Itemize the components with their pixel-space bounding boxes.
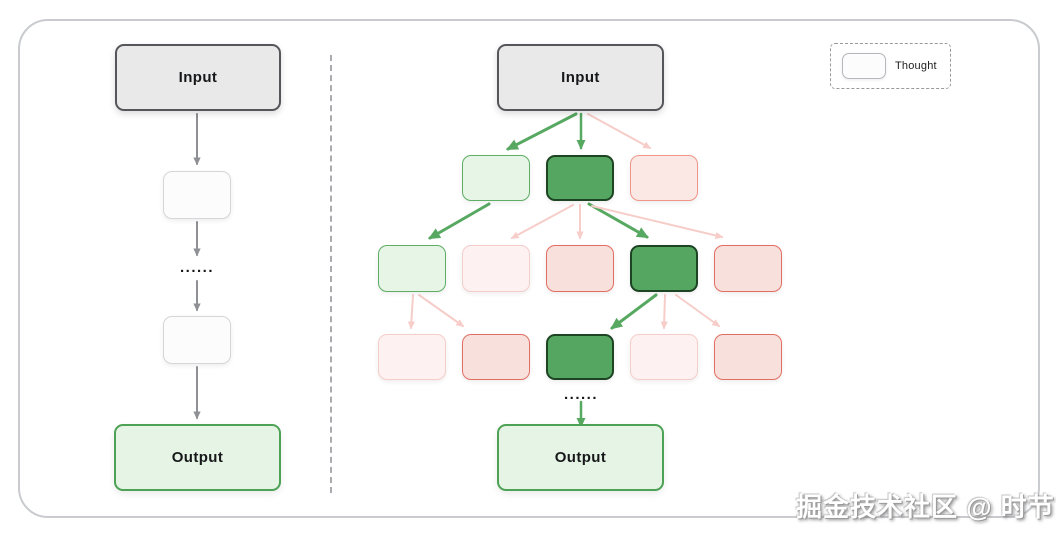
thought-l3-2 bbox=[462, 334, 530, 380]
arrow-l2-4-to-l3-3 bbox=[610, 293, 658, 330]
arrow-l1-1-to-l2-1 bbox=[428, 202, 491, 240]
legend: Thought bbox=[830, 43, 951, 89]
arrow-l2-1-to-l3-2 bbox=[418, 294, 465, 327]
left-input-box: Input bbox=[115, 44, 281, 111]
arrow-l2-4-to-l3-4 bbox=[660, 294, 668, 330]
right-output-box: Output bbox=[497, 424, 664, 491]
arrow-l1-2-to-l2-4 bbox=[587, 202, 649, 239]
thought-l3-3 bbox=[546, 334, 614, 380]
left-output-box: Output bbox=[114, 424, 281, 491]
left-chain-step-1 bbox=[163, 171, 231, 219]
right-tree-ellipsis: ...... bbox=[563, 386, 599, 403]
panel-divider-dashed-line bbox=[330, 55, 332, 493]
legend-label: Thought bbox=[895, 60, 937, 72]
thought-l2-4 bbox=[630, 245, 698, 292]
right-input-box: Input bbox=[497, 44, 664, 111]
right-input-label: Input bbox=[561, 69, 600, 86]
arrow-input-to-l1-1 bbox=[506, 112, 578, 151]
arrow-l2-1-to-l3-1 bbox=[407, 294, 416, 330]
thought-node-sample-icon bbox=[842, 53, 886, 79]
thought-l1-1 bbox=[462, 155, 530, 201]
thought-l3-1 bbox=[378, 334, 446, 380]
thought-l3-5 bbox=[714, 334, 782, 380]
left-chain-step-2 bbox=[163, 316, 231, 364]
right-output-label: Output bbox=[554, 449, 607, 466]
arrow-l2-4-to-l3-5 bbox=[675, 294, 721, 327]
thought-l1-3 bbox=[630, 155, 698, 201]
thought-l1-2 bbox=[546, 155, 614, 201]
arrow-input-to-l1-3 bbox=[587, 113, 652, 149]
left-output-label: Output bbox=[171, 449, 224, 466]
watermark-text: 掘金技术社区 @ 时节 bbox=[796, 492, 1055, 522]
thought-l2-5 bbox=[714, 245, 782, 292]
arrow-l1-2-to-l2-2 bbox=[510, 204, 574, 239]
left-input-label: Input bbox=[178, 69, 218, 86]
thought-l2-3 bbox=[546, 245, 614, 292]
thought-l3-4 bbox=[630, 334, 698, 380]
arrow-l1-2-to-l2-5 bbox=[591, 205, 724, 240]
left-chain-ellipsis: ...... bbox=[179, 259, 215, 276]
thought-l2-1 bbox=[378, 245, 446, 292]
thought-l2-2 bbox=[462, 245, 530, 292]
